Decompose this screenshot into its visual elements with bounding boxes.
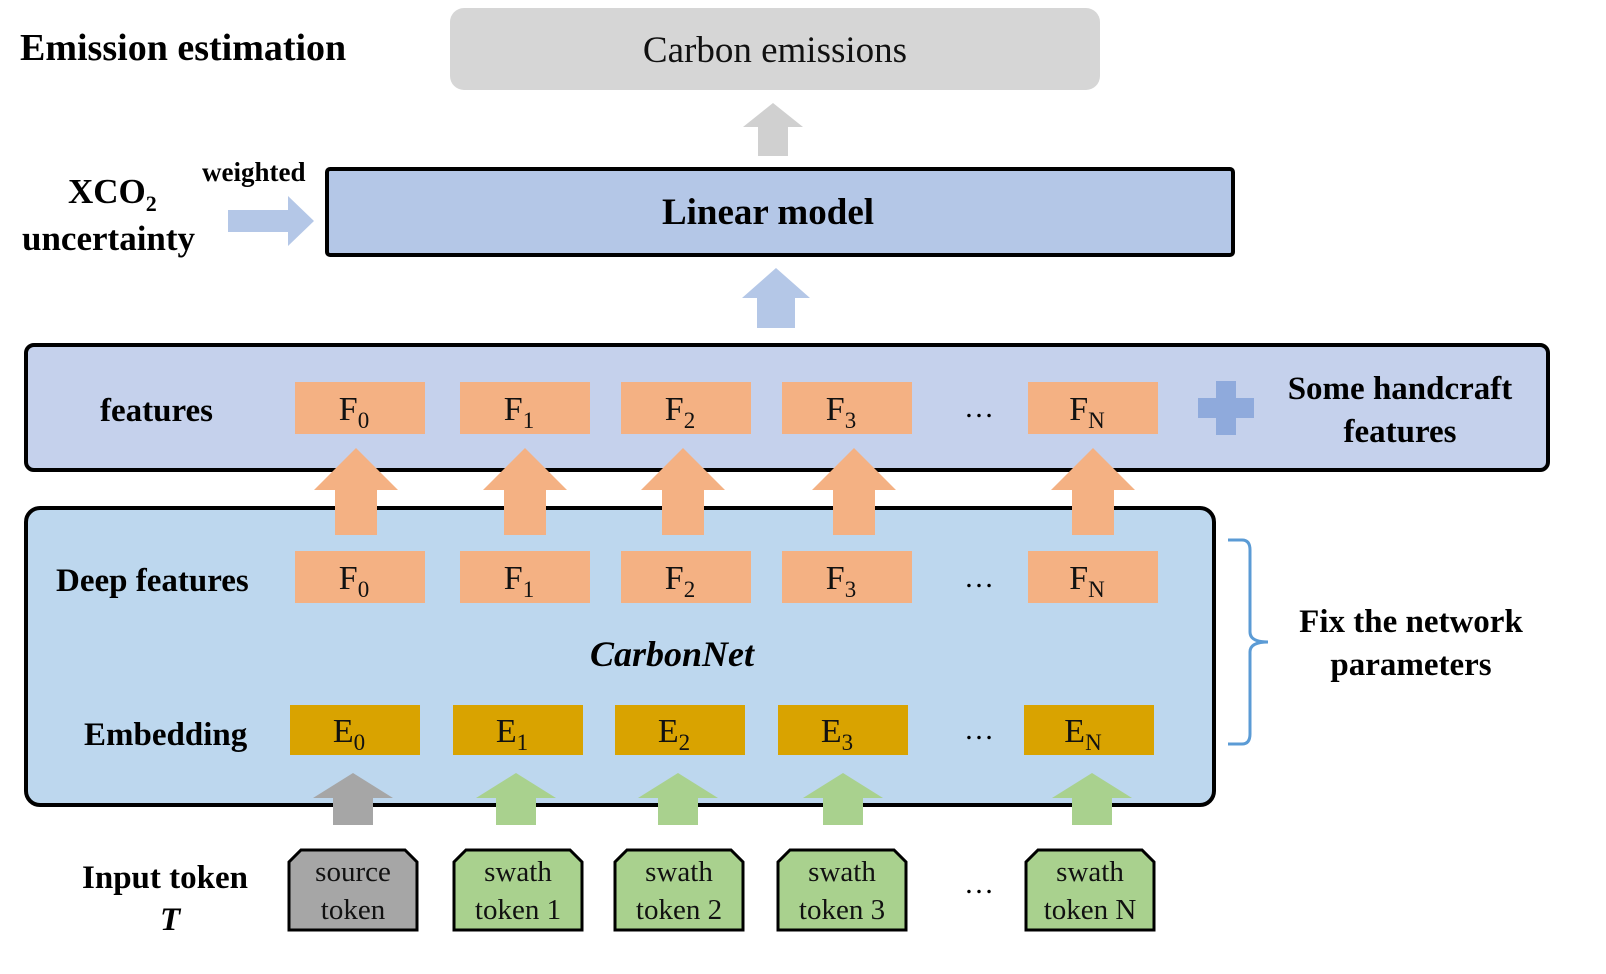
svg-text:swath: swath	[808, 856, 876, 888]
embedding-ellipsis: …	[964, 713, 994, 746]
embedding-label: Embedding	[84, 717, 248, 753]
svg-text:source: source	[315, 856, 391, 888]
input-arrow-4	[1052, 773, 1132, 825]
brace-note-line2: parameters	[1330, 647, 1491, 683]
uncertainty-label: uncertainty	[22, 219, 196, 258]
features-up-arrow	[742, 268, 810, 328]
deep-features-label: Deep features	[56, 563, 249, 599]
deep-feature-box-2: F2	[621, 551, 751, 603]
svg-text:F2: F2	[665, 560, 695, 602]
deep-to-feature-arrow-4	[1051, 448, 1135, 535]
brace-note-line1: Fix the network	[1299, 604, 1523, 640]
svg-text:F1: F1	[504, 560, 534, 602]
embedding-box-4: EN	[1024, 705, 1154, 755]
input-token-symbol: T	[160, 902, 182, 938]
features-row: F0 F1 F2 F3 FN	[295, 382, 1158, 434]
svg-text:E0: E0	[333, 713, 365, 755]
svg-text:FN: FN	[1069, 391, 1105, 433]
weighted-right-arrow	[228, 196, 314, 246]
feature-box-4: FN	[1028, 382, 1158, 434]
input-up-arrows	[313, 773, 1132, 825]
features-ellipsis: …	[964, 391, 994, 424]
input-arrow-3	[803, 773, 883, 825]
svg-text:E2: E2	[658, 713, 690, 755]
svg-text:E1: E1	[496, 713, 528, 755]
svg-text:F3: F3	[826, 560, 856, 602]
embedding-box-3: E3	[778, 705, 908, 755]
carbonnet-name: CarbonNet	[590, 634, 755, 674]
plus-icon	[1198, 381, 1254, 435]
feature-box-1: F1	[460, 382, 590, 434]
deep-to-feature-arrow-3	[812, 448, 896, 535]
output-up-arrow	[743, 103, 803, 156]
svg-text:F0: F0	[339, 391, 369, 433]
svg-text:swath: swath	[645, 856, 713, 888]
features-label: features	[100, 393, 213, 429]
input-arrow-2	[638, 773, 718, 825]
svg-text:F2: F2	[665, 391, 695, 433]
deep-to-feature-arrow-2	[641, 448, 725, 535]
deep-to-features-arrows	[314, 448, 1135, 535]
handcraft-label-line1: Some handcraft	[1288, 371, 1513, 407]
input-arrow-1	[476, 773, 556, 825]
deep-to-feature-arrow-0	[314, 448, 398, 535]
feature-box-2: F2	[621, 382, 751, 434]
embedding-box-2: E2	[615, 705, 745, 755]
section-title: Emission estimation	[20, 27, 346, 69]
input-arrow-0	[313, 773, 393, 825]
deep-feature-box-0: F0	[295, 551, 425, 603]
embedding-row: E0 E1 E2 E3 EN	[290, 705, 1154, 755]
deep-features-row: F0 F1 F2 F3 FN	[295, 551, 1158, 603]
svg-text:F0: F0	[339, 560, 369, 602]
embedding-box-1: E1	[453, 705, 583, 755]
linear-model-label: Linear model	[662, 192, 874, 233]
input-token-0: source token	[287, 848, 419, 932]
svg-text:F1: F1	[504, 391, 534, 433]
weighted-label: weighted	[202, 157, 306, 187]
input-token-1: swath token 1	[452, 848, 584, 932]
svg-text:token 1: token 1	[475, 894, 561, 926]
input-token-label: Input token	[82, 860, 248, 896]
linear-model-box	[325, 167, 1235, 257]
svg-text:token N: token N	[1044, 894, 1137, 926]
fixed-params-brace	[1228, 538, 1269, 746]
input-token-4: swath token N	[1024, 848, 1156, 932]
handcraft-label-line2: features	[1343, 414, 1456, 450]
input-ellipsis: …	[964, 867, 994, 900]
svg-text:E3: E3	[821, 713, 853, 755]
feature-box-0: F0	[295, 382, 425, 434]
svg-text:FN: FN	[1069, 560, 1105, 602]
deep-feature-box-4: FN	[1028, 551, 1158, 603]
svg-text:token 2: token 2	[636, 894, 722, 926]
svg-text:token 3: token 3	[799, 894, 885, 926]
input-token-3: swath token 3	[776, 848, 908, 932]
carbon-emissions-box	[450, 8, 1100, 90]
embedding-box-0: E0	[290, 705, 420, 755]
svg-text:EN: EN	[1064, 713, 1102, 755]
deep-features-ellipsis: …	[964, 561, 994, 594]
svg-text:swath: swath	[1056, 856, 1124, 888]
svg-text:F3: F3	[826, 391, 856, 433]
xco2-label: XCO2	[68, 172, 157, 216]
svg-text:token: token	[321, 894, 386, 926]
deep-to-feature-arrow-1	[483, 448, 567, 535]
deep-feature-box-3: F3	[782, 551, 912, 603]
carbon-emissions-label: Carbon emissions	[643, 30, 907, 71]
deep-feature-box-1: F1	[460, 551, 590, 603]
svg-text:swath: swath	[484, 856, 552, 888]
input-token-2: swath token 2	[613, 848, 745, 932]
feature-box-3: F3	[782, 382, 912, 434]
